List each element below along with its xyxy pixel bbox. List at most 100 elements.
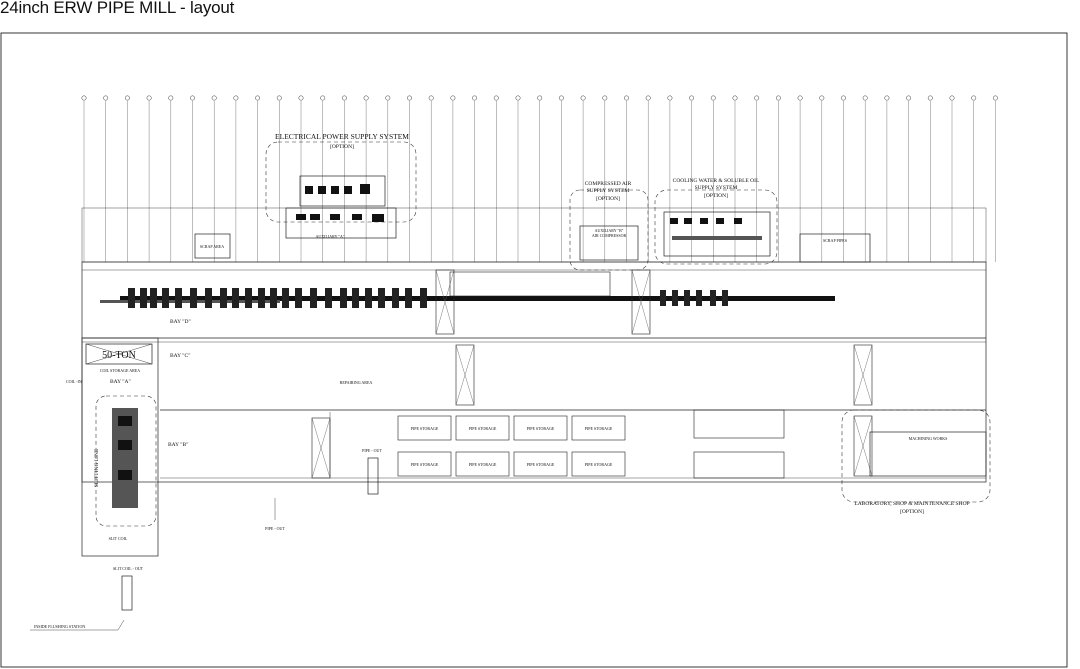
grid-bubble [103,95,109,101]
grid-bubble [211,95,217,101]
grid-bubble [949,95,955,101]
lab-option-label: [OPTION] [900,509,924,515]
water-title-2: SUPPLY SYSTEM [695,185,738,191]
slitting-line-label: SLITTING LINE [94,448,100,487]
pipe-storage-box [571,451,626,477]
pipe-storage-label: PIPE STORAGE [585,426,613,431]
finishing-stand [672,290,678,306]
grid-bubble [819,95,825,101]
pipe-storage-box [571,415,626,441]
machine-shop-label: MACHINING WORKS [909,436,948,441]
grid-bubble [862,95,868,101]
slitting-building-outline [81,337,159,557]
pipe-out-label-1: PIPE - OUT [362,448,382,453]
pipe-storage-box [397,415,452,441]
grid-bubble [971,95,977,101]
grid-bubble [537,95,543,101]
mill-stand [340,288,347,308]
grid-bubble [558,95,564,101]
water-title-1: COOLING WATER & SOLUBLE OIL [673,178,760,184]
finishing-stand [722,290,728,306]
grid-bubble [775,95,781,101]
mill-stands [128,271,728,308]
grid-bubble [580,95,586,101]
grid-bubble [645,95,651,101]
crane-10-ton [435,269,455,335]
lab-option-boundary [841,409,991,503]
mill-stand [162,288,169,308]
grid-bubble [884,95,890,101]
lab-title-label: LABORATORY, SHOP & MAINTENANCE SHOP [854,501,969,507]
pipe-storage-label: PIPE STORAGE [527,426,555,431]
grid-bubble [515,95,521,101]
mill-stand [392,288,399,308]
grid-bubble [710,95,716,101]
pipe-storage-box [513,415,568,441]
bay-b-label: BAY "B" [168,442,188,448]
grid-bubble [385,95,391,101]
cooling-equipment [670,218,762,240]
grid-bubble [992,95,998,101]
finishing-stand [660,290,666,306]
grid-bubble [407,95,412,101]
bay-c-label: BAY "C" [170,353,190,359]
mill-stand [365,288,372,308]
drawing-border [0,32,1068,668]
mill-stand [325,288,332,308]
mill-stand [310,288,317,308]
mill-stand [258,288,265,308]
pipe-storage-boxes: PIPE STORAGE PIPE STORAGE PIPE STORAGE PIPE… [397,409,785,479]
grid-bubble [493,95,499,101]
pipe-storage-box [455,415,510,441]
water-option-label: [OPTION] [704,193,728,199]
scrap-area-label: SCRAP AREA [200,244,224,249]
grid-bubble [472,95,478,101]
grid-bubble [363,95,369,101]
grid-bubble [927,95,933,101]
mill-stand [220,288,227,308]
grid-bubble [428,95,434,101]
mill-stand [378,288,385,308]
mill-stand [270,288,277,308]
ten-ton-cranes [311,269,873,479]
grid-bubble [667,95,673,101]
mill-stand [352,288,359,308]
mill-stand [232,288,239,308]
mill-stand [282,288,289,308]
pipe-storage-box [397,451,452,477]
grid-bubble [81,95,87,101]
crane-10-ton [455,344,475,406]
cooling-water-option-boundary [654,189,778,265]
mill-stand [245,288,252,308]
warehouse-box [693,409,785,439]
outdoor-area-outline [81,207,987,263]
crane-50-label: 50-TON [102,350,136,361]
coil-storage-label: COIL STORAGE AREA [100,368,140,373]
scrap-pipes-label: SCRAP PIPES [823,238,847,243]
grid-bubble [450,95,456,101]
grid-bubble [190,95,195,101]
finishing-stand [696,290,702,306]
grid-bubble [255,95,261,101]
electrical-option-label: [OPTION] [330,144,354,150]
slit-coil-label: SLIT COIL [109,536,128,541]
pipe-storage-box [513,451,568,477]
flushing-station-label: INSIDE FLUSHING STATION [34,624,85,629]
grid-bubble [689,95,695,101]
grid-bubble [320,95,326,101]
air-title-1: COMPRESSED AIR [585,181,632,187]
crane-10-ton [853,415,873,477]
crane-10-ton [311,417,331,479]
slit-coil-out-label: SLIT COIL - OUT [113,566,144,571]
finishing-stand [684,290,690,306]
mill-stand [205,288,212,308]
mill-stand [140,288,147,308]
grid-bubble [341,95,347,101]
electrical-label: ELECTRICAL POWER SUPPLY SYSTEM [275,132,409,141]
grid-bubble [168,95,174,101]
mill-stand [128,288,135,308]
mill-stand [150,288,157,308]
mill-stand [190,288,197,308]
pipe-storage-label: PIPE STORAGE [469,426,497,431]
pipe-storage-label: PIPE STORAGE [411,426,439,431]
